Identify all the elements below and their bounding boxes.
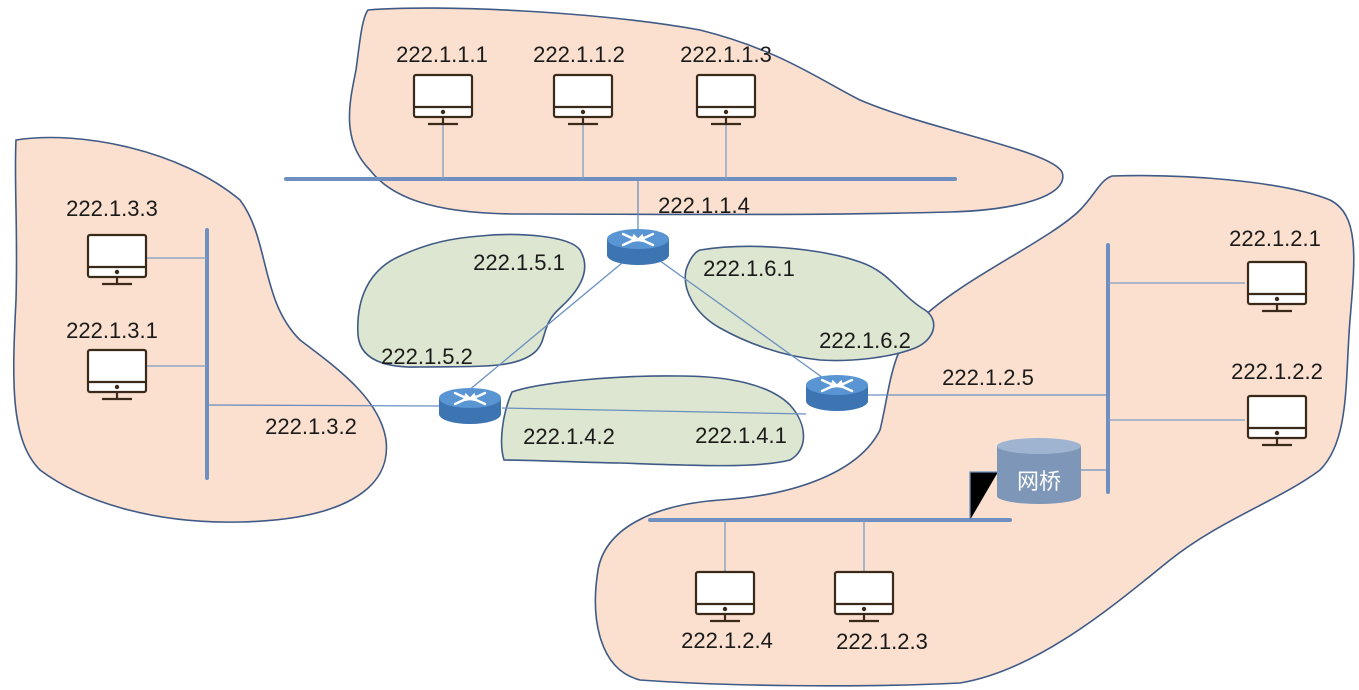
router-icon: [437, 386, 503, 426]
bridge-icon: 网桥: [997, 438, 1081, 504]
computer-monitor-icon: [1246, 260, 1308, 313]
computer-monitor-icon: [552, 73, 614, 126]
host-label: 222.1.3.3: [66, 196, 158, 221]
host-label: 222.1.1.3: [680, 42, 772, 67]
host-label: 222.1.3.1: [66, 318, 158, 343]
host-label: 222.1.1.2: [533, 42, 625, 67]
link-r1-r3: [655, 257, 827, 381]
computer-monitor-icon: [1246, 394, 1308, 447]
host-label: 222.1.1.1: [396, 42, 488, 67]
interface-label: 222.1.5.2: [381, 344, 473, 369]
router-icon: [605, 227, 671, 267]
link-bridge-bottom: [969, 471, 998, 520]
computer-monitor-icon: [86, 233, 148, 286]
host-label: 222.1.2.4: [681, 628, 773, 653]
interface-label: 222.1.6.1: [703, 256, 795, 281]
interface-label: 222.1.2.5: [942, 365, 1034, 390]
interface-label: 222.1.4.2: [523, 424, 615, 449]
bridge-label: 网桥: [1017, 470, 1061, 495]
computer-monitor-icon: [695, 73, 757, 126]
link-r1-r2: [461, 257, 629, 397]
interface-label: 222.1.1.4: [658, 193, 750, 218]
host-label: 222.1.2.1: [1229, 226, 1321, 251]
host-label: 222.1.2.3: [836, 629, 928, 654]
computer-monitor-icon: [412, 73, 474, 126]
interface-label: 222.1.3.2: [265, 414, 357, 439]
computer-monitor-icon: [833, 570, 895, 623]
lan-222-1-3-region: [12, 136, 388, 523]
link-222-1-5-region: [357, 233, 586, 368]
interface-label: 222.1.5.1: [473, 250, 565, 275]
router-icon: [804, 373, 870, 413]
computer-monitor-icon: [694, 570, 756, 623]
link-222-1-4-region: [500, 375, 805, 467]
interface-label: 222.1.4.1: [695, 423, 787, 448]
link-r2-net3: [206, 404, 441, 407]
computer-monitor-icon: [86, 348, 148, 401]
link-222-1-6-region: [684, 245, 935, 362]
host-label: 222.1.2.2: [1231, 359, 1323, 384]
link-r2-r3: [501, 407, 807, 415]
interface-label: 222.1.6.2: [819, 328, 911, 353]
